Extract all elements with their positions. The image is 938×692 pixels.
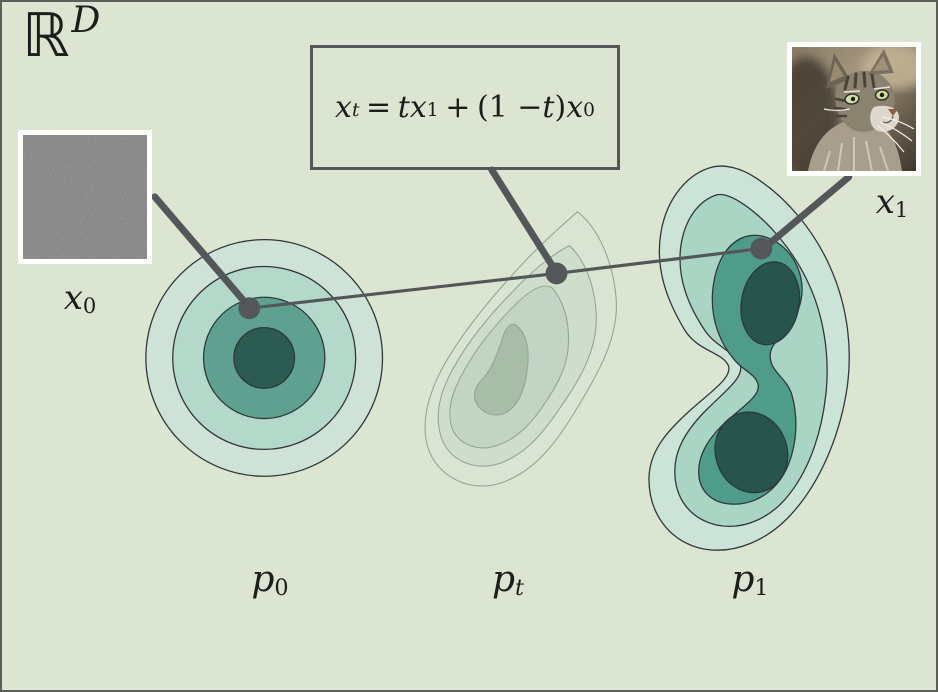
sample-point-xt — [545, 262, 568, 285]
formula-x1: x — [409, 90, 427, 125]
cat-sample-image — [787, 42, 921, 176]
connector-formula-box — [488, 166, 560, 276]
x1-label: x1 — [847, 182, 936, 222]
formula-close-paren: ) — [554, 90, 567, 125]
p1-mode-bottom — [714, 411, 789, 494]
formula-x: x — [335, 90, 352, 125]
formula-equals: = — [366, 90, 392, 125]
p1-subscript: 1 — [754, 575, 769, 602]
p0-contour-4 — [233, 326, 296, 389]
ambient-space-label: ℝD — [22, 3, 100, 67]
dimension-superscript: D — [71, 0, 101, 41]
formula-t-subscript: t — [351, 100, 360, 122]
sample-point-x1 — [750, 237, 773, 260]
p1-density — [648, 165, 850, 551]
pt-contour-4 — [473, 323, 529, 416]
p1-label: p1 — [705, 559, 795, 602]
p0-subscript: 0 — [274, 575, 289, 602]
formula-zero-subscript: 0 — [583, 100, 595, 122]
pt-label: pt — [463, 559, 553, 602]
formula-plus: + — [445, 90, 471, 125]
p0-base: p — [251, 559, 275, 600]
p0-label: p0 — [225, 559, 315, 602]
x1-base: x — [875, 182, 895, 222]
gaussian-noise-texture — [23, 135, 147, 259]
formula-one-subscript: 1 — [426, 100, 439, 122]
formula-x0: x — [566, 90, 584, 125]
noise-sample-image — [18, 130, 152, 264]
x0-base: x — [63, 278, 83, 318]
formula-t2: t — [542, 90, 555, 125]
connector-x0-image — [151, 193, 253, 311]
pt-subscript: t — [515, 575, 524, 602]
connector-x1-image — [758, 173, 853, 254]
pt-density — [424, 211, 617, 487]
cat-photo — [792, 47, 916, 171]
x0-subscript: 0 — [82, 292, 97, 318]
x0-label: x0 — [35, 278, 125, 318]
formula-coeff-t: t — [397, 90, 410, 125]
pt-base: p — [491, 559, 516, 600]
formula-open-paren: (1 − — [476, 90, 543, 125]
p1-base: p — [731, 559, 755, 600]
p0-density — [145, 238, 384, 477]
blackboard-r-symbol: ℝ — [22, 1, 70, 71]
p1-mode-top — [740, 261, 801, 346]
sample-point-x0 — [238, 297, 261, 320]
x1-subscript: 1 — [894, 196, 909, 222]
